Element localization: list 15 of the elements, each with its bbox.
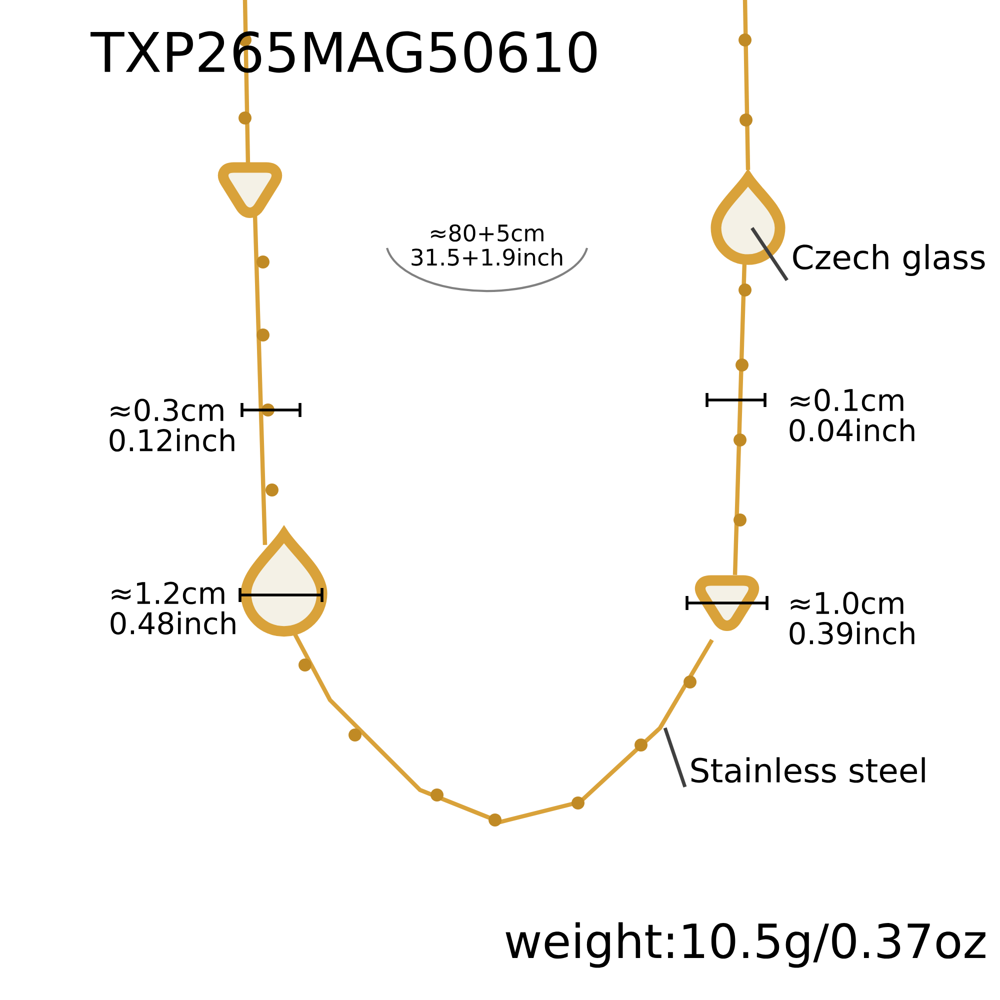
weight-label: weight:10.5g/0.37oz: [506, 922, 986, 968]
part-label: Czech glass: [793, 244, 985, 276]
dimension-label: ≈0.1cm: [790, 388, 904, 412]
dimension-label: 0.48inch: [110, 611, 236, 635]
dimension-label: ≈0.3cm: [110, 398, 224, 422]
dimension-label: 0.39inch: [790, 621, 914, 645]
dimension-label: 0.04inch: [790, 418, 914, 442]
dimension-label: ≈1.0cm: [790, 592, 904, 614]
leader-line: [663, 727, 687, 788]
part-label: Stainless steel: [691, 757, 925, 783]
dimension-label: ≈1.2cm: [112, 582, 224, 604]
leader-line: [750, 227, 788, 282]
length-label: ≈80+5cm: [431, 224, 544, 242]
length-label: 31.5+1.9inch: [412, 248, 562, 266]
dimension-label: 0.12inch: [110, 428, 234, 452]
